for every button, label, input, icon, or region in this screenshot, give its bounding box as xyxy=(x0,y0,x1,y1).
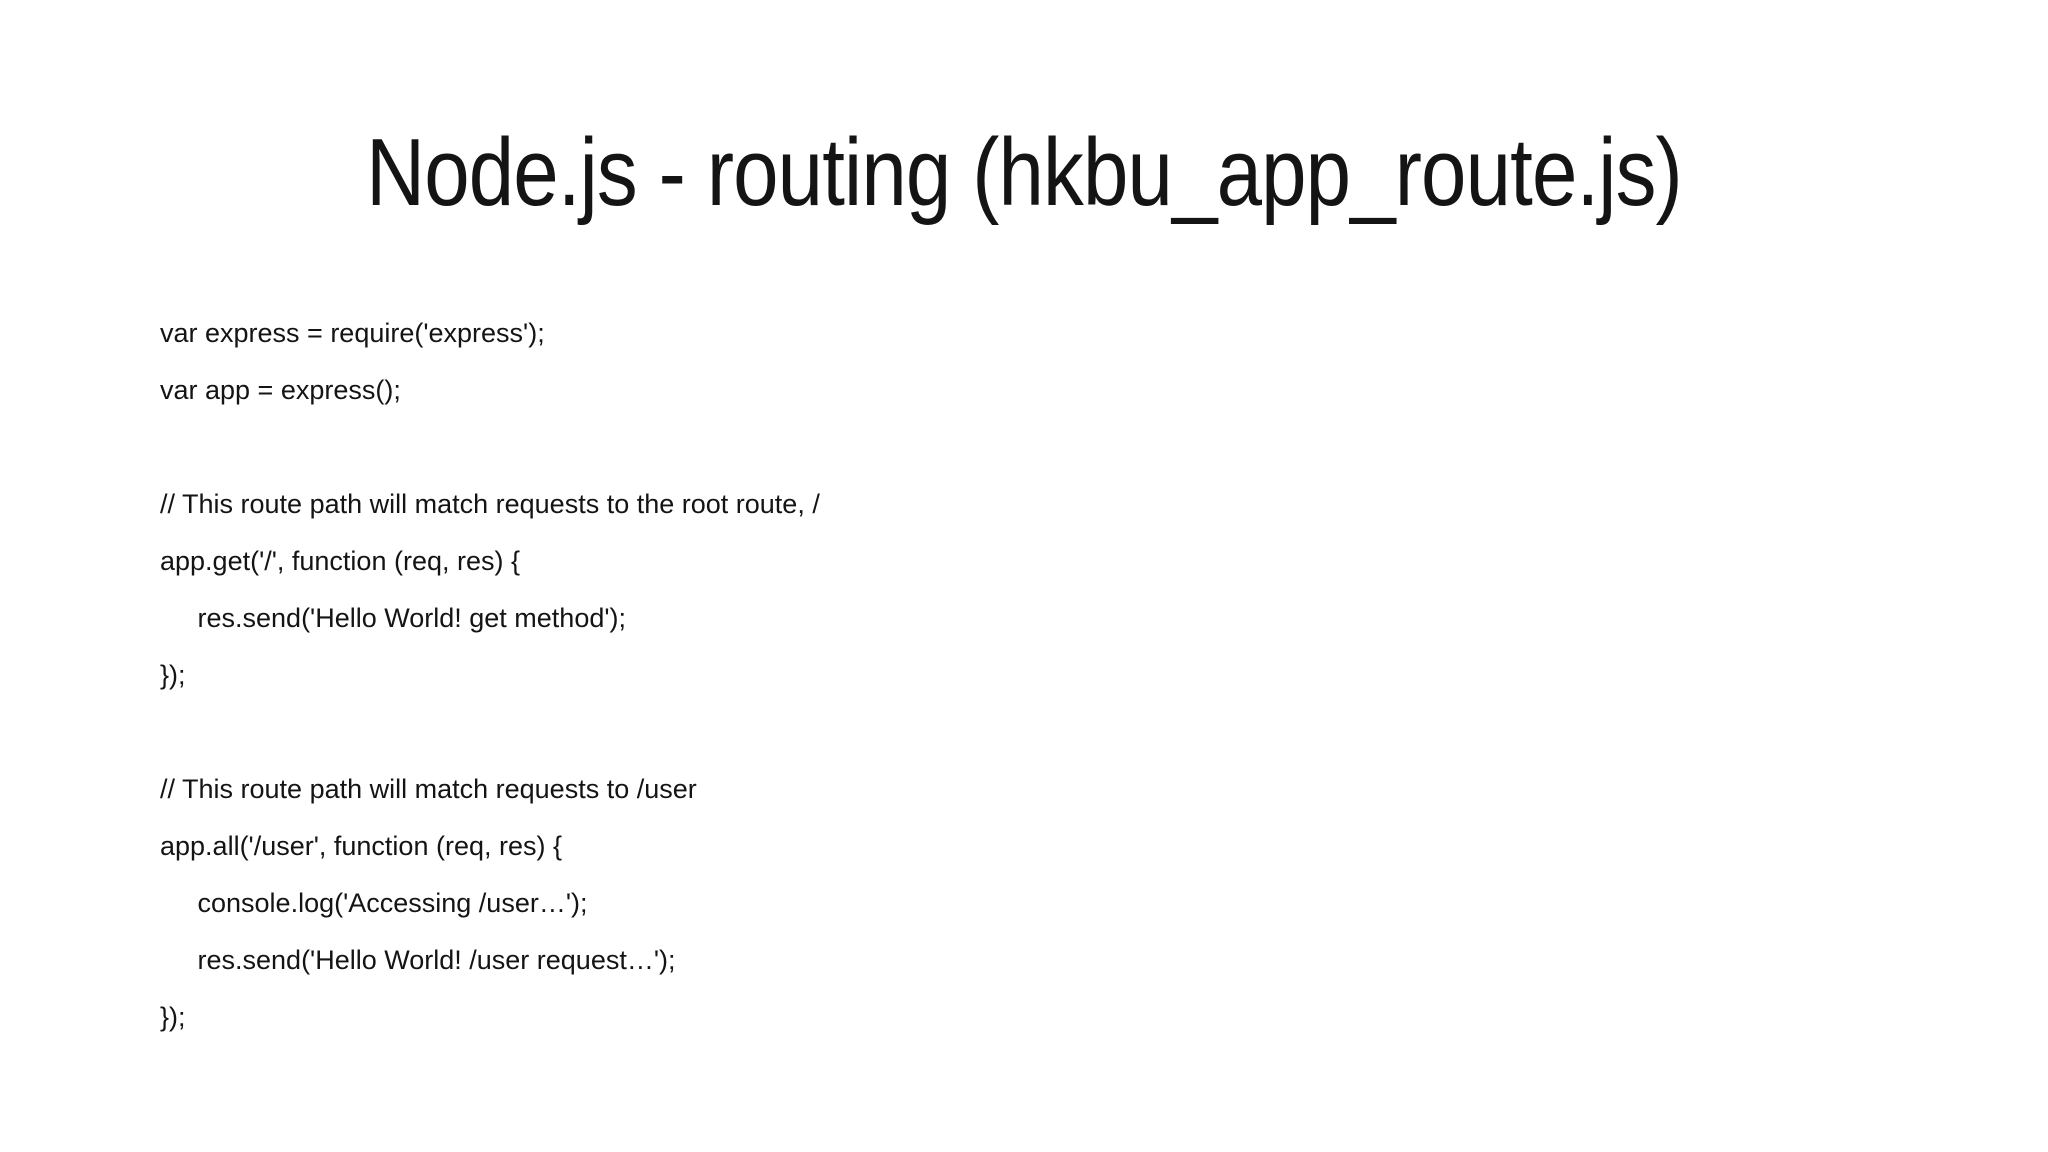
code-line-comment: // This route path will match requests t… xyxy=(160,489,820,519)
code-line: res.send('Hello World! /user request…'); xyxy=(160,945,676,975)
code-line-blank xyxy=(160,419,820,476)
code-line: res.send('Hello World! get method'); xyxy=(160,603,627,633)
code-line: console.log('Accessing /user…'); xyxy=(160,888,588,918)
code-line: app.get('/', function (req, res) { xyxy=(160,546,520,576)
code-line: var express = require('express'); xyxy=(160,318,545,348)
code-line-comment: // This route path will match requests t… xyxy=(160,774,697,804)
code-line: app.all('/user', function (req, res) { xyxy=(160,831,562,861)
code-line: }); xyxy=(160,1002,186,1032)
slide-title: Node.js - routing (hkbu_app_route.js) xyxy=(366,119,1683,226)
code-block: var express = require('express'); var ap… xyxy=(160,305,820,1046)
code-line: }); xyxy=(160,660,186,690)
code-line-blank xyxy=(160,704,820,761)
code-line: var app = express(); xyxy=(160,375,401,405)
